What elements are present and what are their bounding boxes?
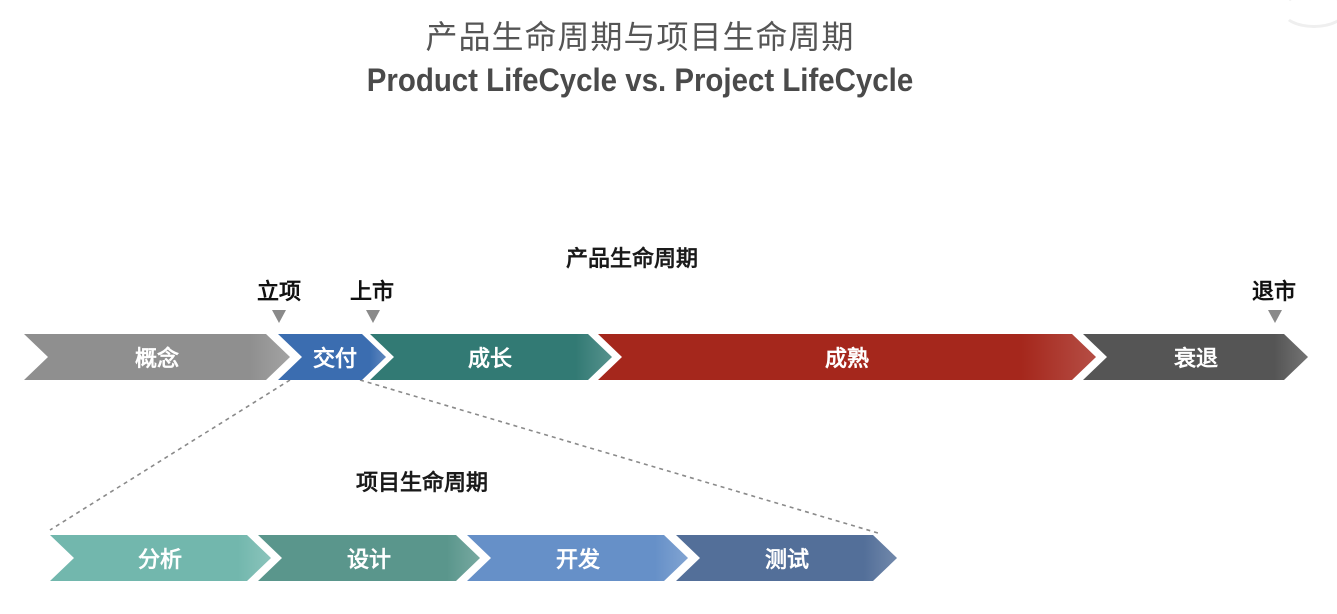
stage-decline-label: 衰退 <box>1173 346 1218 372</box>
milestone-project-start: 立项 <box>256 280 301 305</box>
phase-development-label: 开发 <box>556 547 601 573</box>
page-title: 产品生命周期与项目生命周期 <box>425 18 855 56</box>
milestone-launch-arrow <box>366 310 380 323</box>
stage-maturity-label: 成熟 <box>825 346 869 372</box>
milestone-launch: 上市 <box>349 280 394 305</box>
project-lifecycle-label: 项目生命周期 <box>356 471 489 496</box>
product-lifecycle-label: 产品生命周期 <box>566 247 699 272</box>
stage-maturity: 成熟 <box>598 334 1096 380</box>
stage-concept: 概念 <box>24 334 290 380</box>
stage-growth: 成长 <box>370 334 612 380</box>
phase-design: 设计 <box>258 535 480 581</box>
milestone-project-start-arrow <box>272 310 286 323</box>
zoom-guide-left <box>49 379 291 531</box>
stage-decline: 衰退 <box>1083 334 1308 380</box>
stage-delivery: 交付 <box>278 334 386 380</box>
stage-concept-label: 概念 <box>135 346 179 372</box>
phase-analysis: 分析 <box>50 535 271 581</box>
phase-analysis-label: 分析 <box>138 548 182 573</box>
watermark-logo <box>1281 0 1337 28</box>
milestone-retire: 退市 <box>1251 280 1296 305</box>
phase-testing-label: 测试 <box>765 548 809 573</box>
stage-delivery-label: 交付 <box>313 346 357 372</box>
page-subtitle: Product LifeCycle vs. Project LifeCycle <box>366 62 914 98</box>
stage-growth-label: 成长 <box>468 347 513 372</box>
milestone-retire-arrow <box>1268 310 1282 323</box>
phase-development: 开发 <box>467 535 688 581</box>
zoom-guide-right <box>359 379 879 534</box>
phase-testing: 测试 <box>676 535 897 581</box>
phase-design-label: 设计 <box>347 548 391 573</box>
